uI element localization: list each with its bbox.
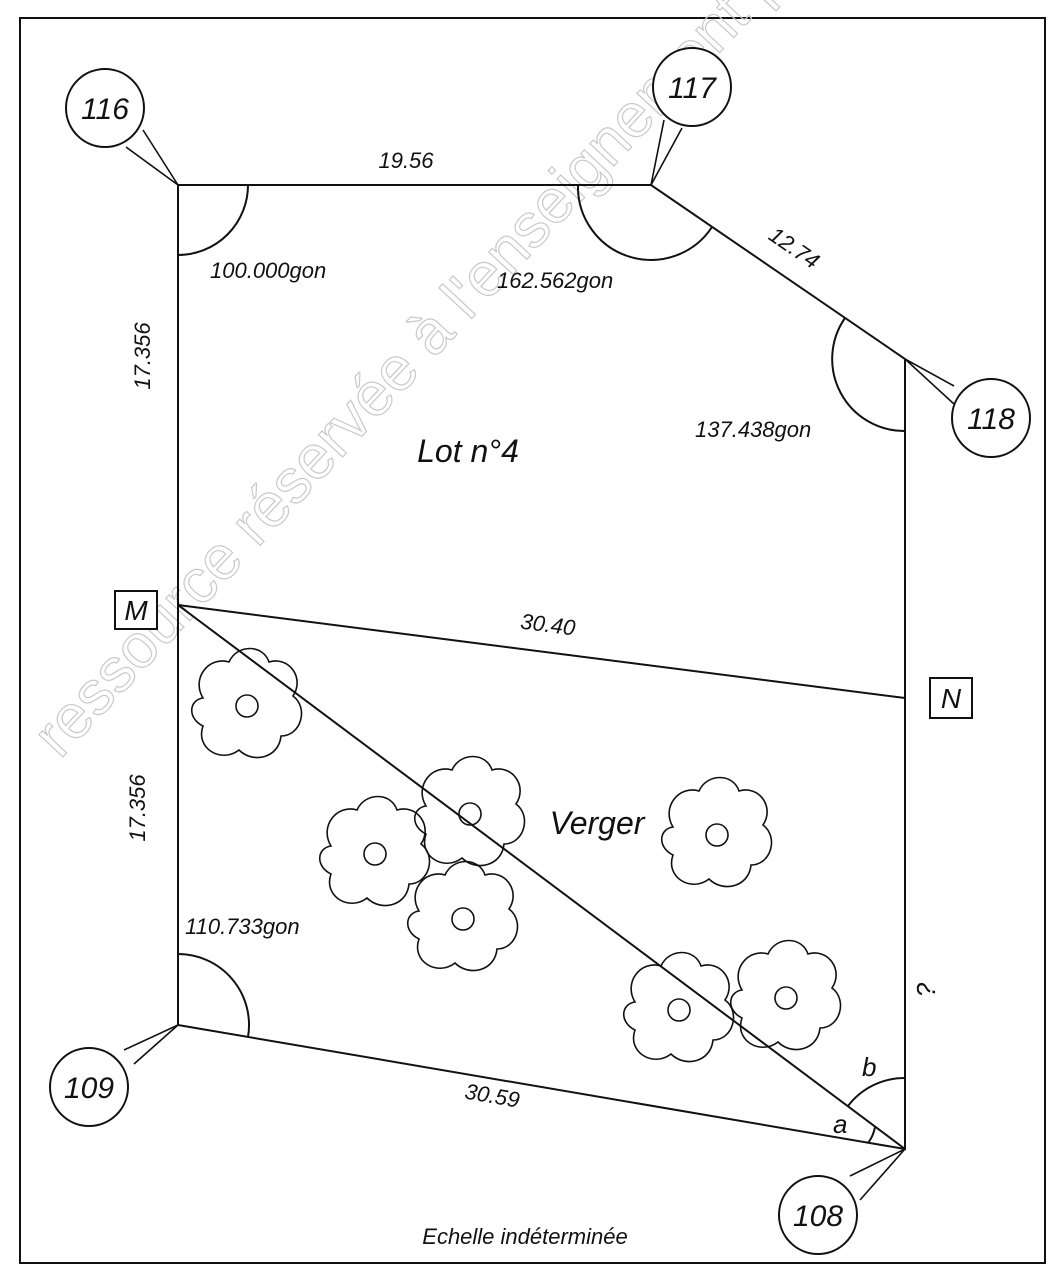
station-108-label: 108: [793, 1200, 843, 1233]
tree-icon: [413, 755, 526, 867]
distance-m-n: 30.40: [519, 609, 578, 641]
angle-a: a: [833, 1109, 847, 1139]
point-n: N: [929, 677, 973, 719]
angle-arc-a: [867, 1126, 876, 1144]
angle-arc-118: [831, 317, 906, 433]
angle-arc-116: [177, 184, 249, 256]
angle-arc-109: [177, 953, 251, 1038]
leader-116: [125, 129, 179, 186]
station-118-label: 118: [967, 403, 1015, 436]
station-109-label: 109: [64, 1072, 114, 1105]
leader-118: [904, 358, 955, 405]
distance-109-108: 30.59: [463, 1079, 521, 1113]
lot-label: Lot n°4: [417, 433, 519, 469]
station-109: 109: [49, 1047, 129, 1127]
lot-boundary: [177, 184, 906, 1151]
leader-109: [123, 1024, 179, 1065]
orchard-label: Verger: [550, 805, 646, 841]
angle-arc-117: [576, 184, 713, 261]
station-116-label: 116: [81, 93, 129, 126]
tree-icon: [190, 647, 303, 759]
station-117: 117: [652, 47, 732, 127]
station-116: 116: [65, 68, 145, 148]
distance-n-108-unknown: ?: [911, 982, 941, 997]
point-m: M: [114, 590, 158, 630]
angle-b: b: [862, 1052, 876, 1082]
tree-icon: [729, 939, 842, 1051]
station-118: 118: [951, 378, 1031, 458]
distance-116-117: 19.56: [378, 148, 434, 173]
distance-116-m: 17.356: [130, 322, 155, 390]
leader-117: [650, 119, 683, 186]
distance-m-109: 17.356: [125, 774, 150, 842]
watermark: ressource réservée à l'enseignement prof…: [20, 0, 1064, 770]
angle-109: 110.733gon: [185, 914, 300, 939]
angle-arc-b: [847, 1076, 906, 1107]
page-border: [19, 17, 1046, 1264]
point-m-label: M: [124, 595, 148, 626]
angle-118: 137.438gon: [695, 417, 811, 442]
line-m-n: [177, 604, 906, 699]
point-n-label: N: [941, 683, 962, 714]
tree-icon: [660, 776, 773, 888]
line-m-108: [177, 604, 906, 1150]
tree-icon: [622, 951, 735, 1063]
angle-116: 100.000gon: [210, 258, 326, 283]
angle-117: 162.562gon: [497, 268, 613, 293]
station-108: 108: [778, 1175, 858, 1255]
scale-label: Echelle indéterminée: [422, 1224, 627, 1249]
station-117-label: 117: [668, 72, 717, 105]
leader-108: [849, 1148, 906, 1201]
tree-icon: [318, 795, 431, 907]
distance-117-118: 12.74: [764, 222, 824, 274]
